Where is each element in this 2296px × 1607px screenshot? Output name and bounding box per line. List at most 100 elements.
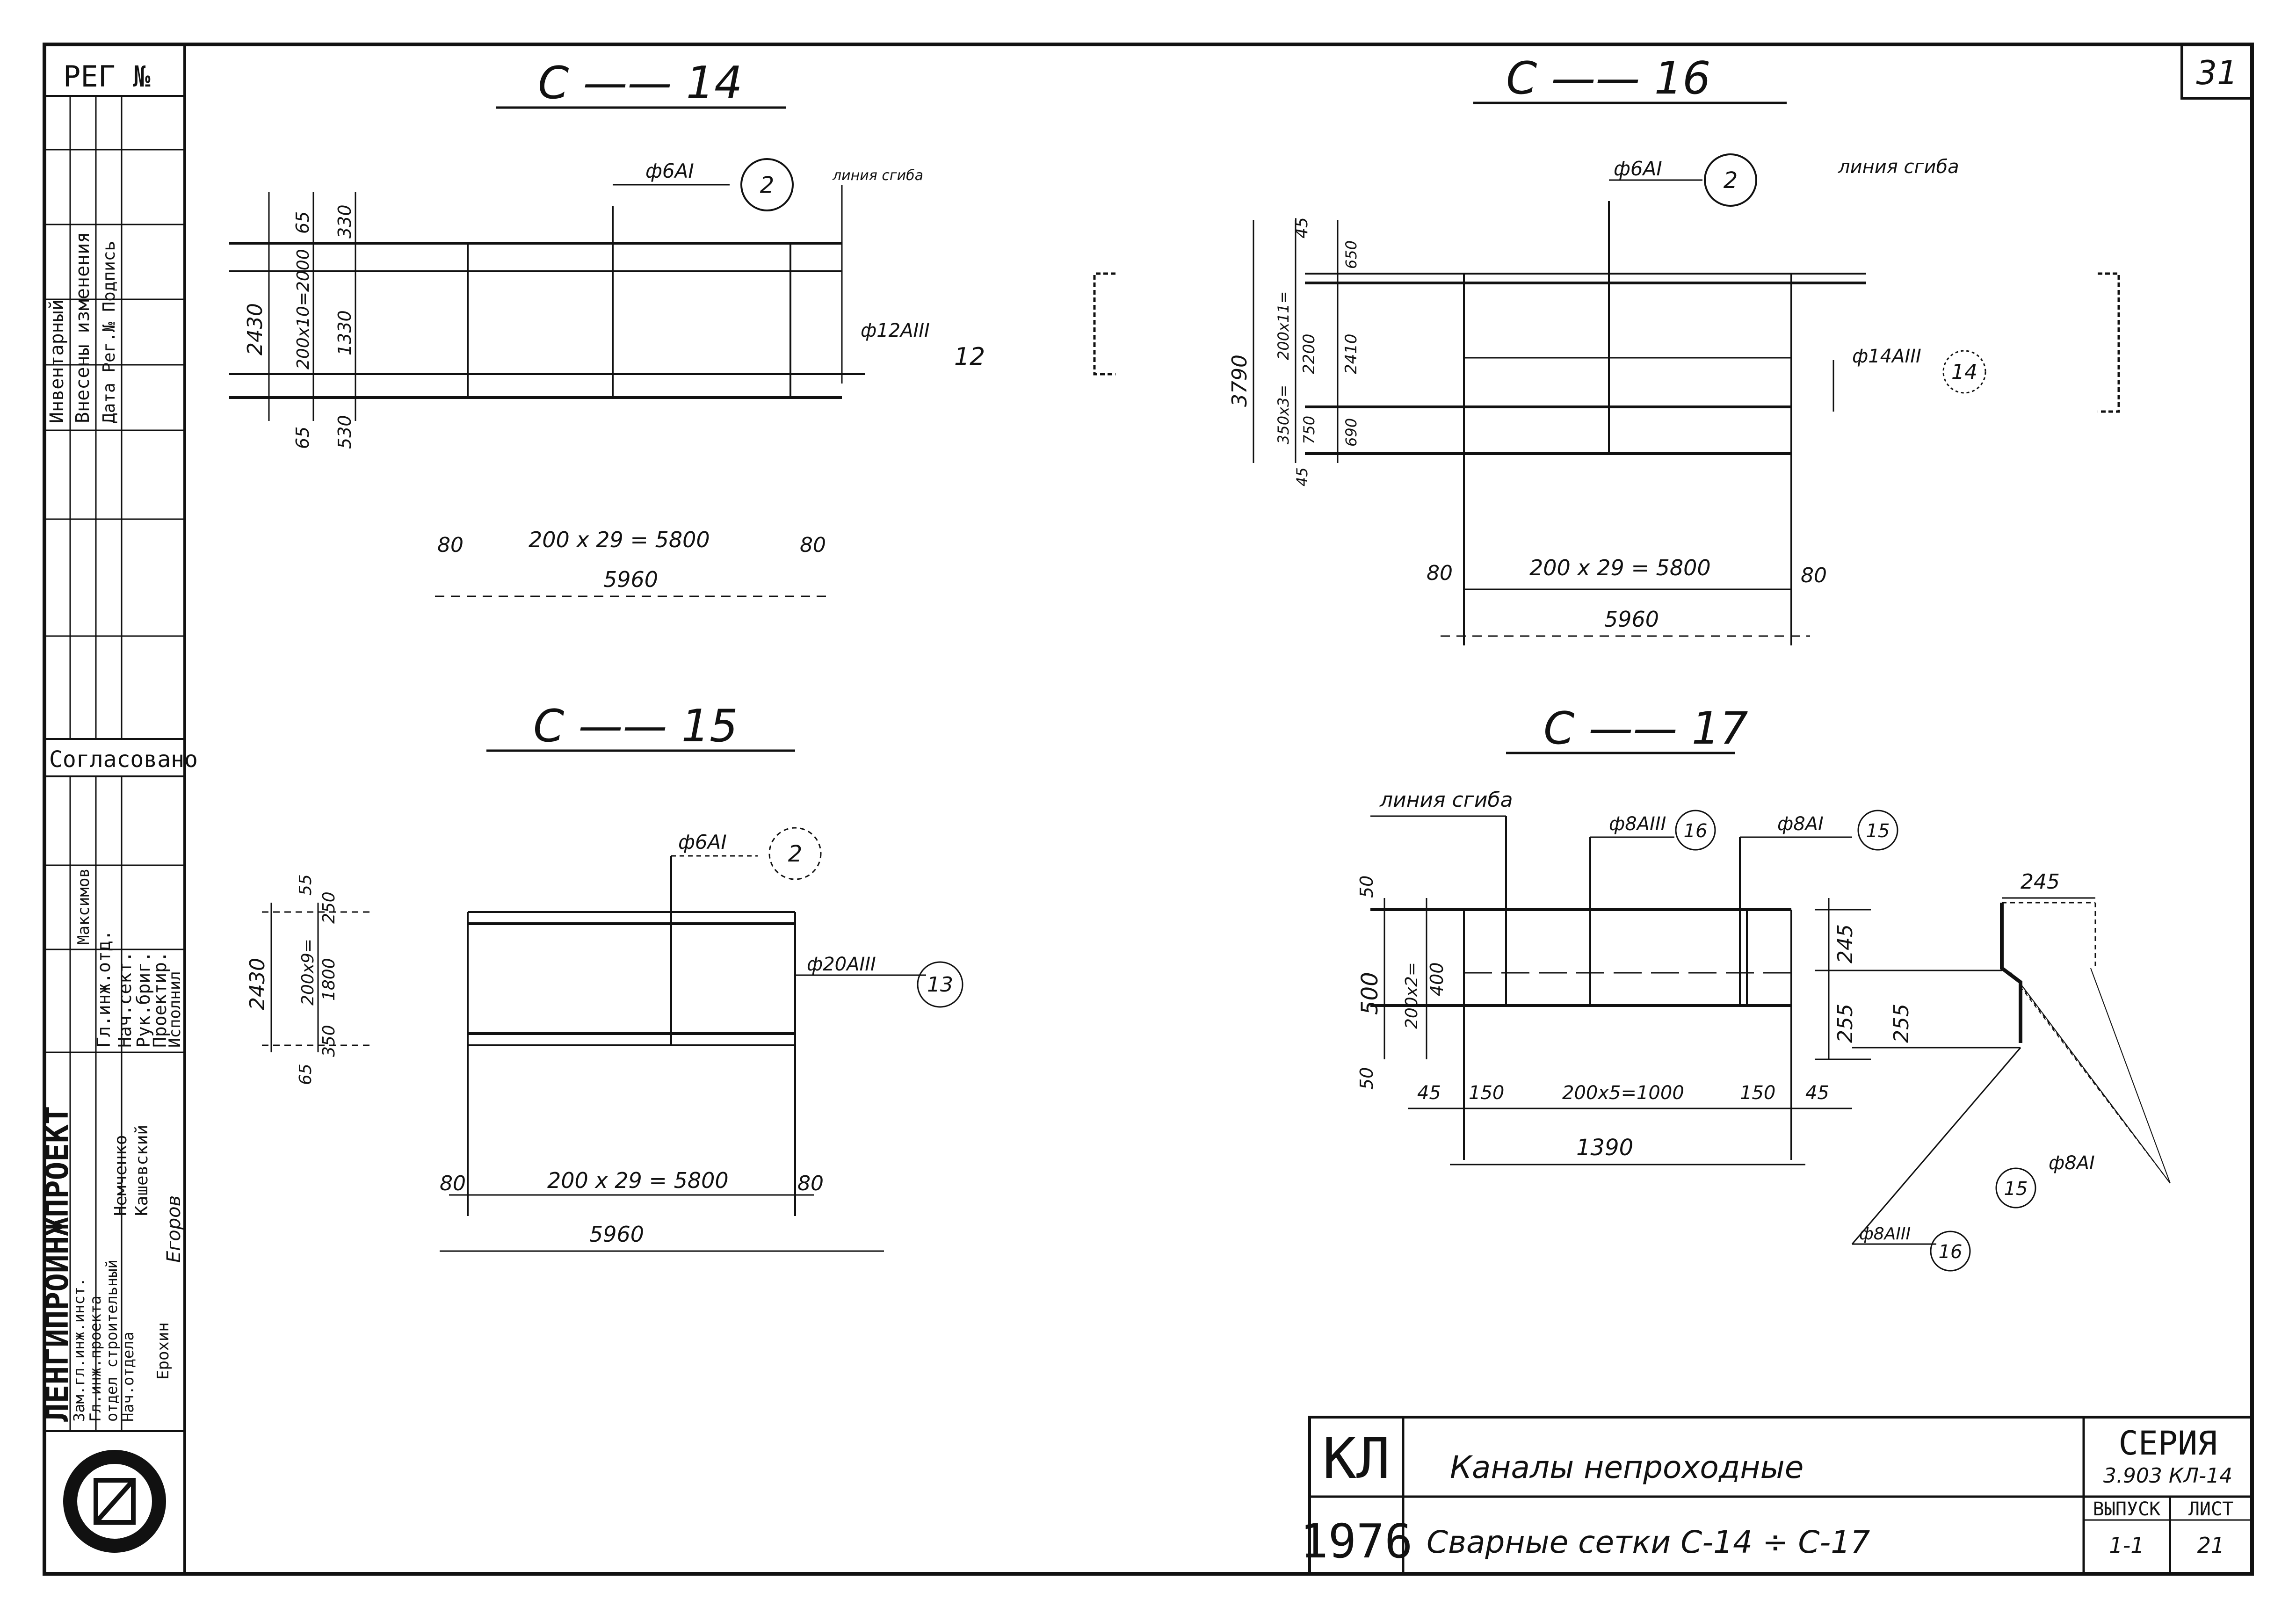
c15-dim-span: 200 x 29 = 5800	[547, 1168, 729, 1193]
c14-dim-span: 200 x 29 = 5800	[529, 527, 710, 552]
c16-dim-650: 650	[1342, 240, 1360, 269]
c17-bar-a-mark: 16	[1684, 820, 1708, 842]
c16-title: C —— 16	[1506, 53, 1711, 104]
c15-dim-200x9: 200x9=	[298, 939, 318, 1006]
c16-dim-total: 5960	[1604, 607, 1659, 632]
c16-dim-200x11: 200x11=	[1275, 291, 1292, 360]
c14-edge-left: 80	[437, 533, 464, 557]
c17-dim-200x2: 200x2=	[1402, 962, 1421, 1029]
org-dept-4: Нач.отдела	[119, 1332, 137, 1422]
inventory-header-3: Дата Рег.№ Подпись	[100, 241, 119, 423]
c14-bar-top-mark-circle	[740, 158, 794, 211]
org-dept-2: Гл.инж.проекта	[87, 1296, 104, 1422]
mesh-c14: C —— 14 2430 65 330 200x10=2000 1330 65 …	[229, 58, 985, 597]
c14-dim-530: 530	[334, 415, 355, 449]
c16-dim-span: 200 x 29 = 5800	[1529, 555, 1711, 580]
mesh-c17: C —— 17 500 50 200x2= 400 50 245 255 лин…	[1356, 703, 1898, 1165]
sheet-number: 31	[2196, 54, 2238, 92]
c17-detail-top: 245	[2021, 870, 2060, 894]
c15-bar-side-mark: 13	[927, 973, 953, 997]
outer-frame	[43, 43, 2254, 1576]
c16-dim-45-bot: 45	[1293, 467, 1311, 486]
c14-dim-mid: 200x10=2000	[294, 249, 313, 369]
c16-dim-2200: 2200	[1300, 333, 1318, 374]
c15-dim-1800: 1800	[319, 958, 339, 1001]
c17-bar-a-mark-circle	[1675, 810, 1716, 851]
c17-dim-total: 1390	[1576, 1135, 1633, 1161]
c16-dim-350x3: 350x3=	[1275, 385, 1292, 444]
c17-bar-a: ф8АIII	[1609, 813, 1666, 835]
signer-3: Максимов	[74, 868, 93, 945]
c15-dim-height: 2430	[246, 958, 269, 1010]
role-3: Рук.бриг.	[133, 951, 154, 1048]
c16-dim-height: 3790	[1228, 355, 1252, 407]
org-name: ЛЕНГИПРОИНЖПРОЕКТ	[39, 1106, 75, 1422]
c14-title: C —— 14	[538, 58, 743, 109]
c15-bar-top-mark: 2	[788, 841, 803, 867]
c17-bend: линия сгиба	[1379, 788, 1513, 812]
c17-detail-bar-a-mark: 16	[1939, 1241, 1963, 1263]
c15-bar-side-mark-circle	[917, 961, 963, 1008]
bend-bracket-left	[1093, 272, 1115, 376]
series-label: СЕРИЯ	[2119, 1424, 2217, 1462]
c15-dim-350: 350	[319, 1025, 339, 1057]
c17-detail-bar-b: ф8АI	[2049, 1152, 2095, 1174]
c17-dim-400: 400	[1427, 962, 1447, 996]
c14-dim-height: 2430	[243, 303, 267, 355]
mesh-c16: C —— 16 3790 45 350x3= 200x11= 2200 2410…	[1228, 53, 1986, 645]
c16-dim-750: 750	[1300, 416, 1318, 444]
mesh-c15: C —— 15 2430 55 250 200x9= 1800 350 65 ф…	[246, 701, 963, 1252]
reg-label: РЕГ №	[63, 59, 151, 94]
c17-bar-b-mark-circle	[1857, 810, 1898, 851]
sheet-number-box	[2180, 43, 2253, 100]
c17-bar-detail: 245 255 ф8АI 15 ф8АIII 16	[1851, 870, 2171, 1272]
role-4: Проектир.	[150, 951, 170, 1048]
c16-bar-top-mark-circle	[1704, 153, 1757, 207]
c15-title: C —— 15	[533, 701, 738, 752]
c14-bend: линия сгиба	[832, 167, 923, 184]
c14-bar-side: ф12АIII	[861, 320, 930, 341]
c16-dim-690: 690	[1342, 418, 1360, 447]
c17-dim-bottom-span: 200x5=1000	[1562, 1082, 1684, 1104]
c17-bar-b-mark: 15	[1866, 820, 1890, 842]
c14-dim-65-top: 65	[292, 211, 313, 234]
c17-detail-bar-a-mark-circle	[1930, 1231, 1971, 1272]
role-5: Исполнил	[166, 971, 184, 1048]
c17-dim-255: 255	[1833, 1004, 1857, 1043]
c15-dim-55: 55	[296, 874, 315, 896]
c17-dim-bottom-150-right: 150	[1740, 1082, 1775, 1104]
title-year: 1976	[1300, 1514, 1413, 1569]
title-line-2: Сварные сетки С-14 ÷ С-17	[1427, 1524, 1870, 1560]
c15-dim-65: 65	[296, 1064, 315, 1085]
role-1: Гл.инж.отд.	[94, 930, 114, 1048]
c15-dim-total: 5960	[589, 1222, 644, 1247]
c17-dim-50-bot: 50	[1356, 1067, 1377, 1090]
signer-1: Немченко	[111, 1135, 130, 1216]
org-dept-1: Зам.гл.инж.инст.	[70, 1278, 88, 1422]
c17-dim-height: 500	[1357, 972, 1383, 1015]
org-logo-icon	[63, 1450, 166, 1553]
c14-edge-right: 80	[800, 533, 826, 557]
bend-bracket-right	[2098, 272, 2120, 413]
issue-value: 1-1	[2109, 1533, 2144, 1558]
inventory-header-2: Внесены изменения	[72, 232, 94, 423]
c15-edge-right: 80	[797, 1172, 824, 1195]
c16-dim-2410: 2410	[1342, 333, 1361, 374]
series-value: 3.903 КЛ-14	[2103, 1464, 2232, 1488]
title-code: КЛ	[1323, 1426, 1391, 1491]
c16-dim-45-top: 45	[1292, 217, 1311, 239]
c17-detail-bar-b-mark: 15	[2004, 1178, 2028, 1200]
c14-dim-65-bot: 65	[292, 427, 313, 449]
c15-bar-top: ф6АI	[678, 831, 727, 854]
c16-bar-side: ф14АIII	[1852, 346, 1921, 367]
c16-bend: линия сгиба	[1838, 156, 1959, 178]
c16-bar-top: ф6АI	[1614, 157, 1662, 180]
title-block: КЛ 1976 Каналы непроходные Сварные сетки…	[1300, 1416, 2253, 1575]
c15-bar-side: ф20АIII	[807, 954, 876, 975]
c17-dim-bottom-45-left: 45	[1417, 1082, 1441, 1104]
c14-dim-1330: 1330	[334, 310, 355, 355]
signer-2: Кашевский	[132, 1125, 152, 1216]
c17-dim-50-top: 50	[1356, 876, 1377, 898]
c14-bar-top-mark: 2	[760, 172, 775, 198]
